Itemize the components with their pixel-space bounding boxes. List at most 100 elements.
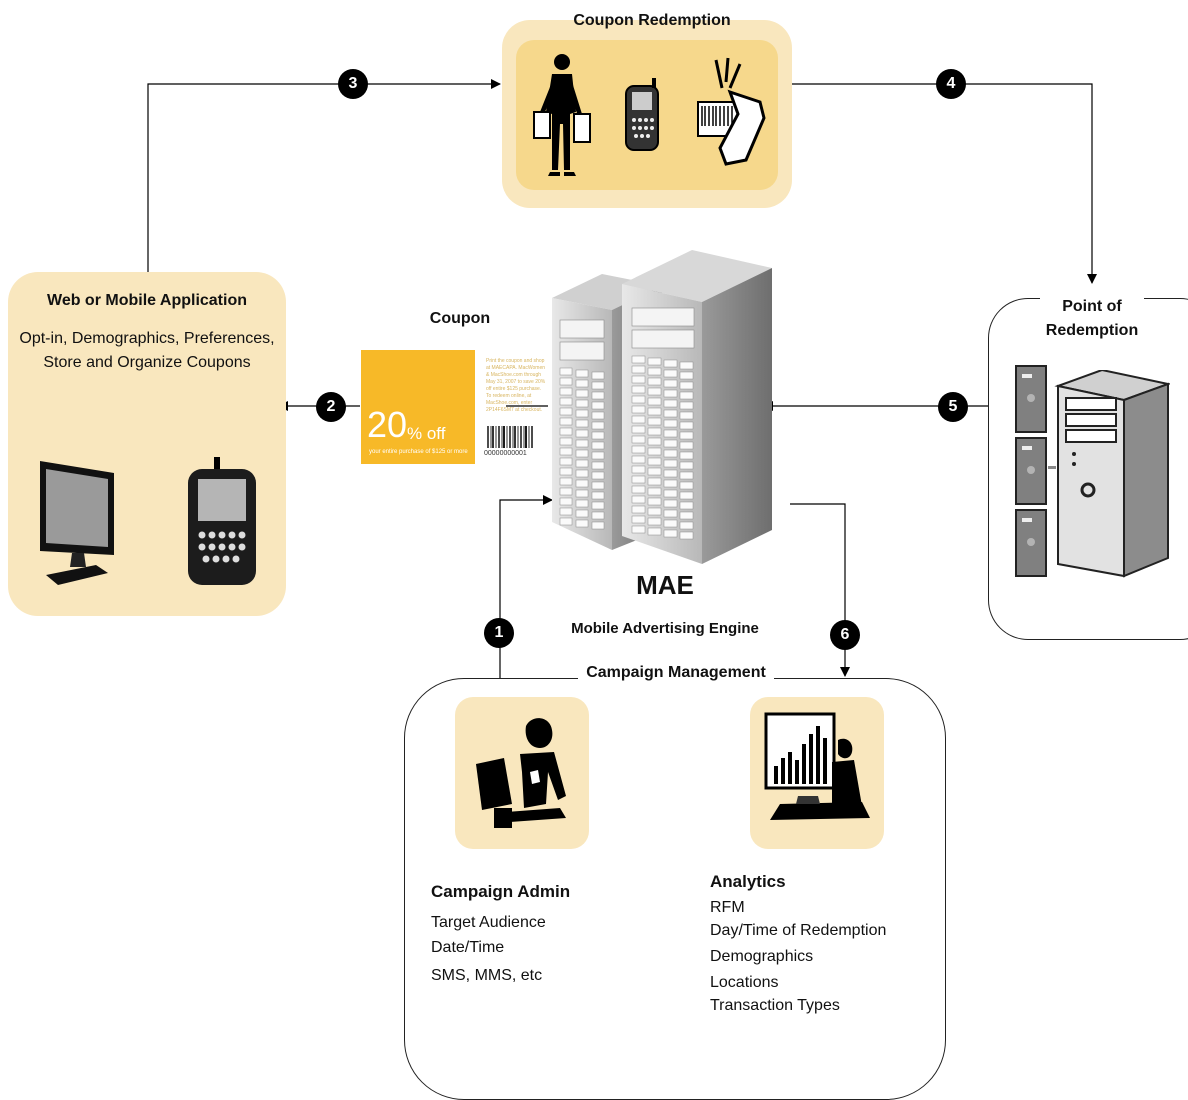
drive-bay [591, 481, 605, 490]
drive-bay [575, 489, 589, 498]
drive-bay [631, 365, 646, 374]
drive-bay [591, 371, 605, 380]
analytics-chart-icon [764, 712, 870, 820]
drive-bay [679, 491, 694, 500]
drive-bay [679, 391, 694, 400]
drive-bay [647, 387, 662, 396]
drive-bay [631, 355, 646, 364]
campaign-admin-item: Date/Time [431, 939, 505, 956]
drive-bay [663, 479, 678, 488]
connector-step-3 [147, 79, 501, 272]
drive-bay [591, 461, 605, 470]
drive-bay [679, 471, 694, 480]
drive-bay [559, 467, 573, 476]
connector-step-4 [792, 83, 1097, 284]
drive-bay [663, 439, 678, 448]
drive-bay [663, 409, 678, 418]
drive-bay [575, 449, 589, 458]
drive-bay [679, 441, 694, 450]
drive-bay [647, 427, 662, 436]
admin-user-icon [476, 718, 566, 828]
drive-bay [559, 517, 573, 526]
campaign-admin-item: SMS, MMS, etc [431, 967, 543, 984]
drive-bay [631, 485, 646, 494]
drive-bay [575, 509, 589, 518]
drive-bay [679, 501, 694, 510]
drive-bay [575, 379, 589, 388]
drive-bay [679, 451, 694, 460]
drive-bay [647, 397, 662, 406]
drive-bay [647, 357, 662, 366]
drive-bay [663, 359, 678, 368]
drive-bay [591, 391, 605, 400]
drive-bay [631, 475, 646, 484]
drive-bay [631, 465, 646, 474]
coupon-card: 20 % off your entire purchase of $125 or… [361, 350, 475, 464]
drive-bay [631, 525, 646, 534]
coupon-discount-suffix: % off [407, 424, 446, 443]
drive-bay [559, 487, 573, 496]
drive-bay [631, 415, 646, 424]
drive-bay [559, 477, 573, 486]
drive-bay [663, 379, 678, 388]
drive-bay [559, 507, 573, 516]
drive-bay [631, 405, 646, 414]
drive-bay [647, 447, 662, 456]
drive-bay [679, 371, 694, 380]
drive-bay [647, 497, 662, 506]
drive-bay [679, 511, 694, 520]
drive-bay [679, 431, 694, 440]
drive-bay [663, 499, 678, 508]
drive-bay [663, 489, 678, 498]
drive-bay [663, 419, 678, 428]
drive-bay [575, 389, 589, 398]
campaign-management-title: Campaign Management [578, 664, 774, 682]
drive-bay [631, 375, 646, 384]
drive-bay [575, 369, 589, 378]
drive-bay [647, 487, 662, 496]
drive-bay [559, 427, 573, 436]
drive-bay [679, 421, 694, 430]
coupon-redemption-title: Coupon Redemption [573, 12, 731, 29]
drive-bay [647, 517, 662, 526]
web-app-title: Web or Mobile Application [47, 292, 247, 309]
drive-bay [559, 457, 573, 466]
por-title-line-1: Point of [1040, 298, 1144, 316]
drive-bay [647, 417, 662, 426]
drive-bay [679, 461, 694, 470]
drive-bay [663, 449, 678, 458]
monitor-icon [40, 461, 114, 585]
connector-step-6 [790, 503, 850, 677]
drive-bay [663, 369, 678, 378]
drive-bay [679, 411, 694, 420]
drive-bay [631, 445, 646, 454]
campaign-admin-item: Target Audience [431, 914, 546, 931]
drive-bay [575, 439, 589, 448]
drive-bay [591, 521, 605, 530]
campaign-admin-title: Campaign Admin [431, 882, 571, 901]
drive-bay [631, 385, 646, 394]
drive-bay [647, 477, 662, 486]
coupon-fine-print: your entire purchase of $125 or more [369, 449, 468, 455]
drive-bay [663, 519, 678, 528]
drive-bay [591, 501, 605, 510]
drive-bay [663, 399, 678, 408]
analytics-item: RFM [710, 899, 745, 916]
drive-bay [647, 437, 662, 446]
drive-bay [631, 425, 646, 434]
drive-bay [663, 529, 678, 538]
drive-bay [663, 469, 678, 478]
mae-title: MAE [636, 570, 694, 600]
drive-bay [647, 507, 662, 516]
por-cable [1048, 466, 1056, 469]
drive-bay [647, 367, 662, 376]
server-icon [1015, 365, 1047, 577]
drive-bay [575, 469, 589, 478]
barcode-scan-icon [697, 57, 766, 166]
drive-bay [575, 479, 589, 488]
drive-bay [559, 497, 573, 506]
shopper-icon [533, 54, 591, 176]
drive-bay [591, 451, 605, 460]
web-app-line-2: Store and Organize Coupons [43, 354, 251, 371]
drive-bay [663, 459, 678, 468]
